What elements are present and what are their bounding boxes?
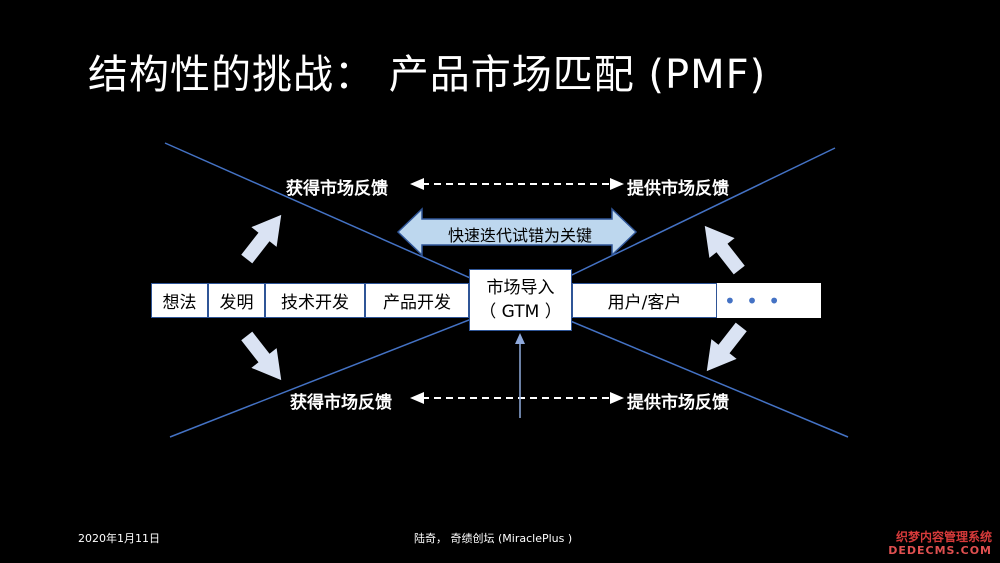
stage-box-product-dev: 产品开发: [365, 283, 469, 318]
footer-date: 2020年1月11日: [78, 532, 160, 545]
gtm-label-sub: （ GTM ）: [479, 302, 562, 322]
feedback-label-top-left: 获得市场反馈: [286, 179, 388, 199]
cross-line-left-diagonal-lower: [169, 299, 521, 438]
feedback-label-top-right: 提供市场反馈: [627, 179, 729, 199]
footer-credit: 陆奇， 奇绩创坛 (MiraclePlus ): [414, 532, 573, 545]
top-dashed-arrow: [410, 178, 624, 190]
cross-line-right-diagonal: [519, 147, 836, 301]
gtm-input-arrow: [515, 333, 525, 418]
watermark-line-1: 织梦内容管理系统: [895, 530, 992, 544]
stage-box-tech-dev: 技术开发: [265, 283, 365, 318]
arrow-up-left: [241, 214, 282, 264]
arrow-up-right: [704, 225, 745, 275]
iteration-banner-shape: [396, 207, 638, 257]
feedback-label-bottom-right: 提供市场反馈: [627, 393, 729, 413]
iteration-banner-label: 快速迭代试错为关键: [447, 226, 592, 245]
stage-box-idea: 想法: [151, 283, 208, 318]
stage-box-users: 用户/客户: [572, 283, 717, 318]
stage-box-invention: 发明: [208, 283, 265, 318]
bottom-dashed-arrow: [410, 392, 624, 404]
watermark: 织梦内容管理系统 DEDECMS.COM: [888, 530, 992, 558]
arrow-down-right: [706, 322, 747, 372]
cross-line-right-diagonal-lower: [519, 299, 849, 438]
cross-line-left-diagonal: [164, 142, 521, 301]
stage-box-gtm: 市场导入 （ GTM ）: [469, 269, 572, 331]
slide-title: 结构性的挑战： 产品市场匹配 (PMF): [88, 52, 767, 98]
stage-box-more: • • •: [717, 283, 821, 318]
watermark-line-2: DEDECMS.COM: [888, 544, 992, 557]
feedback-label-bottom-left: 获得市场反馈: [290, 393, 392, 413]
gtm-label-main: 市场导入: [486, 278, 555, 298]
arrow-down-left: [241, 331, 282, 381]
